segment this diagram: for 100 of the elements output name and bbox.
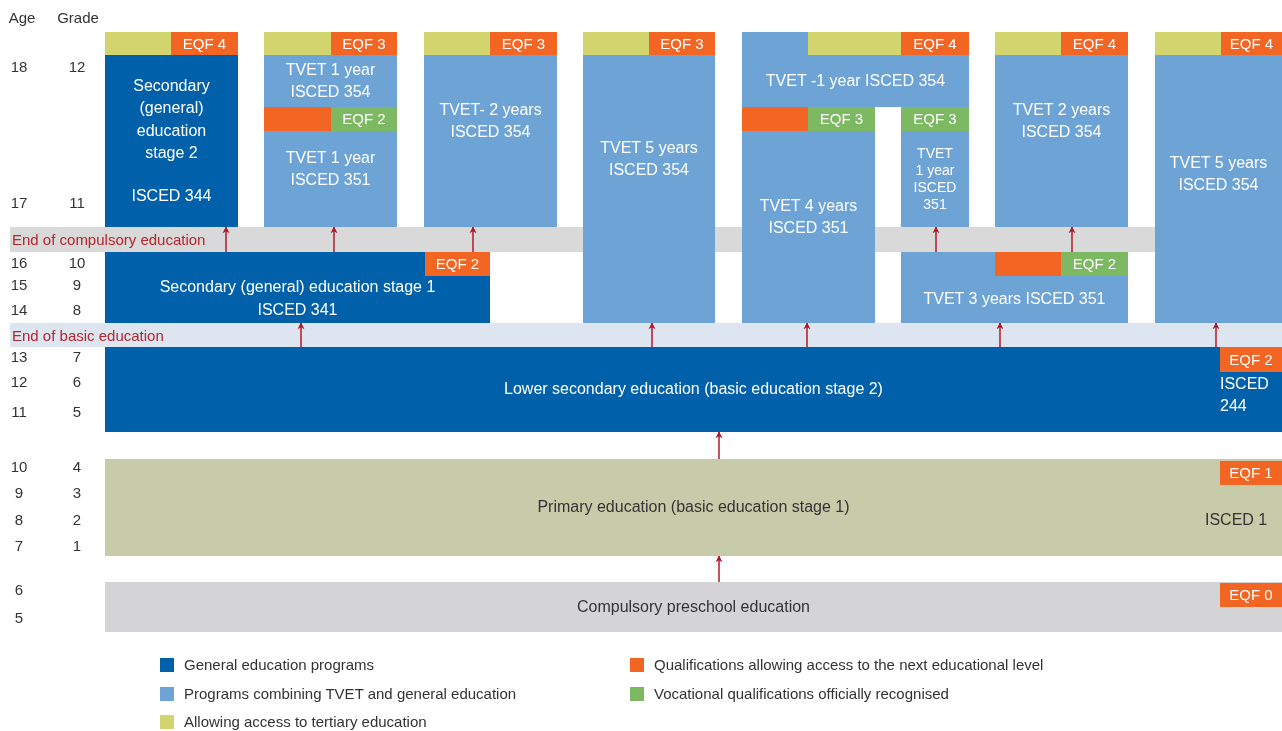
box-label: TVET- 2 years bbox=[438, 99, 543, 120]
age-number: 18 bbox=[9, 58, 29, 76]
arrow bbox=[222, 226, 230, 253]
age-number: 10 bbox=[9, 458, 29, 476]
arrow bbox=[1068, 226, 1076, 253]
eqf-label: EQF 3 bbox=[659, 34, 705, 53]
age-number: 6 bbox=[13, 581, 25, 599]
grade-number: 12 bbox=[67, 58, 87, 76]
eqf-label: EQF 4 bbox=[181, 34, 228, 53]
box-label: ISCED 354 bbox=[449, 122, 532, 142]
box-label: TVET 2 years bbox=[1011, 99, 1112, 120]
arrow bbox=[297, 322, 305, 348]
program-box bbox=[105, 582, 1282, 632]
grade-number: 7 bbox=[71, 348, 83, 366]
qualification-bar bbox=[742, 107, 808, 131]
grade-number: 4 bbox=[71, 458, 83, 476]
box-label: Secondary (general) education stage 2 bbox=[132, 76, 211, 164]
qualification-bar bbox=[264, 107, 331, 131]
tertiary-access-bar bbox=[808, 32, 901, 55]
tertiary-access-bar bbox=[583, 32, 649, 55]
eqf-badge bbox=[1061, 252, 1128, 276]
eqf-label: EQF 4 bbox=[1228, 34, 1275, 53]
age-number: 15 bbox=[9, 276, 29, 294]
grade-number: 5 bbox=[71, 403, 83, 421]
box-label: ISCED 341 bbox=[256, 299, 339, 320]
program-box bbox=[264, 131, 397, 227]
age-number: 13 bbox=[9, 348, 29, 366]
arrow bbox=[469, 226, 477, 253]
eqf-badge bbox=[1221, 32, 1282, 55]
legend-label: Programs combining TVET and general education bbox=[184, 686, 517, 702]
box-label: TVET 1 year bbox=[914, 145, 956, 179]
tertiary-access-bar bbox=[995, 32, 1061, 55]
age-number: 17 bbox=[9, 194, 29, 212]
arrow bbox=[1212, 322, 1220, 348]
age-number: 5 bbox=[13, 609, 25, 627]
box-label: TVET 1 year bbox=[284, 147, 377, 168]
grade-number: 10 bbox=[67, 254, 87, 272]
box-label: TVET 4 years bbox=[758, 195, 859, 216]
eqf-badge bbox=[1220, 461, 1282, 485]
program-box bbox=[742, 131, 875, 323]
box-label: Lower secondary education (basic education stage 2) bbox=[503, 379, 884, 400]
program-box bbox=[105, 459, 1282, 556]
eqf-badge bbox=[901, 32, 969, 55]
arrow bbox=[715, 431, 723, 460]
eqf-badge bbox=[901, 107, 969, 131]
box-label: ISCED 354 bbox=[1177, 175, 1260, 195]
program-box bbox=[583, 55, 715, 323]
column-header: Grade bbox=[56, 9, 100, 27]
arrow bbox=[932, 226, 940, 253]
eqf-badge bbox=[1220, 347, 1282, 372]
box-label: ISCED 244 bbox=[1220, 374, 1270, 417]
program-box bbox=[995, 55, 1128, 227]
age-number: 14 bbox=[9, 301, 29, 319]
eqf-label: EQF 3 bbox=[912, 110, 958, 128]
box-label: ISCED 344 bbox=[130, 185, 213, 206]
program-box bbox=[264, 55, 397, 107]
age-number: 11 bbox=[10, 403, 28, 421]
eqf-label: EQF 2 bbox=[341, 110, 387, 128]
arrow bbox=[803, 322, 811, 348]
box-label: ISCED 351 bbox=[767, 218, 850, 238]
grade-number: 2 bbox=[71, 511, 83, 529]
program-box bbox=[105, 347, 1282, 432]
tertiary-access-bar bbox=[424, 32, 490, 55]
grade-number: 9 bbox=[71, 276, 83, 294]
eqf-badge bbox=[490, 32, 557, 55]
qualification-bar bbox=[995, 252, 1061, 276]
box-label: ISCED 1 bbox=[1205, 510, 1269, 530]
box-label: Compulsory preschool education bbox=[576, 596, 811, 617]
eqf-badge bbox=[171, 32, 238, 55]
box-label: TVET -1 year ISCED 354 bbox=[764, 70, 947, 91]
box-label: ISCED 354 bbox=[1020, 122, 1103, 142]
eqf-badge bbox=[1220, 583, 1282, 607]
box-label: TVET 5 years bbox=[1168, 152, 1269, 173]
eqf-label: EQF 4 bbox=[912, 34, 958, 53]
eqf-label: EQF 3 bbox=[500, 34, 547, 53]
eqf-label: EQF 1 bbox=[1228, 464, 1274, 482]
legend-label: Qualifications allowing access to the next educational level bbox=[654, 657, 1044, 673]
eqf-label: EQF 2 bbox=[1228, 350, 1274, 369]
eqf-label: EQF 2 bbox=[434, 255, 481, 273]
age-number: 7 bbox=[13, 537, 25, 555]
grade-number: 6 bbox=[71, 373, 83, 391]
eqf-badge bbox=[808, 107, 875, 131]
program-box bbox=[901, 252, 1128, 323]
eqf-label: EQF 2 bbox=[1071, 255, 1118, 273]
tertiary-access-bar bbox=[105, 32, 171, 55]
eqf-badge bbox=[331, 32, 397, 55]
program-box bbox=[105, 55, 238, 227]
eqf-badge bbox=[425, 252, 490, 276]
program-box bbox=[424, 55, 557, 227]
box-label: ISCED 354 bbox=[607, 160, 690, 180]
eqf-label: EQF 3 bbox=[341, 34, 387, 53]
tertiary-access-bar bbox=[1155, 32, 1221, 55]
box-label: TVET 5 years bbox=[599, 137, 699, 158]
box-label: ISCED 354 bbox=[289, 82, 372, 102]
age-number: 12 bbox=[9, 373, 29, 391]
eqf-badge bbox=[331, 107, 397, 131]
grade-number: 8 bbox=[71, 301, 83, 319]
box-label: Primary education (basic education stage 1) bbox=[536, 497, 851, 518]
legend-label: Vocational qualifications officially recognised bbox=[654, 686, 949, 702]
box-label: TVET 1 year bbox=[284, 59, 377, 80]
